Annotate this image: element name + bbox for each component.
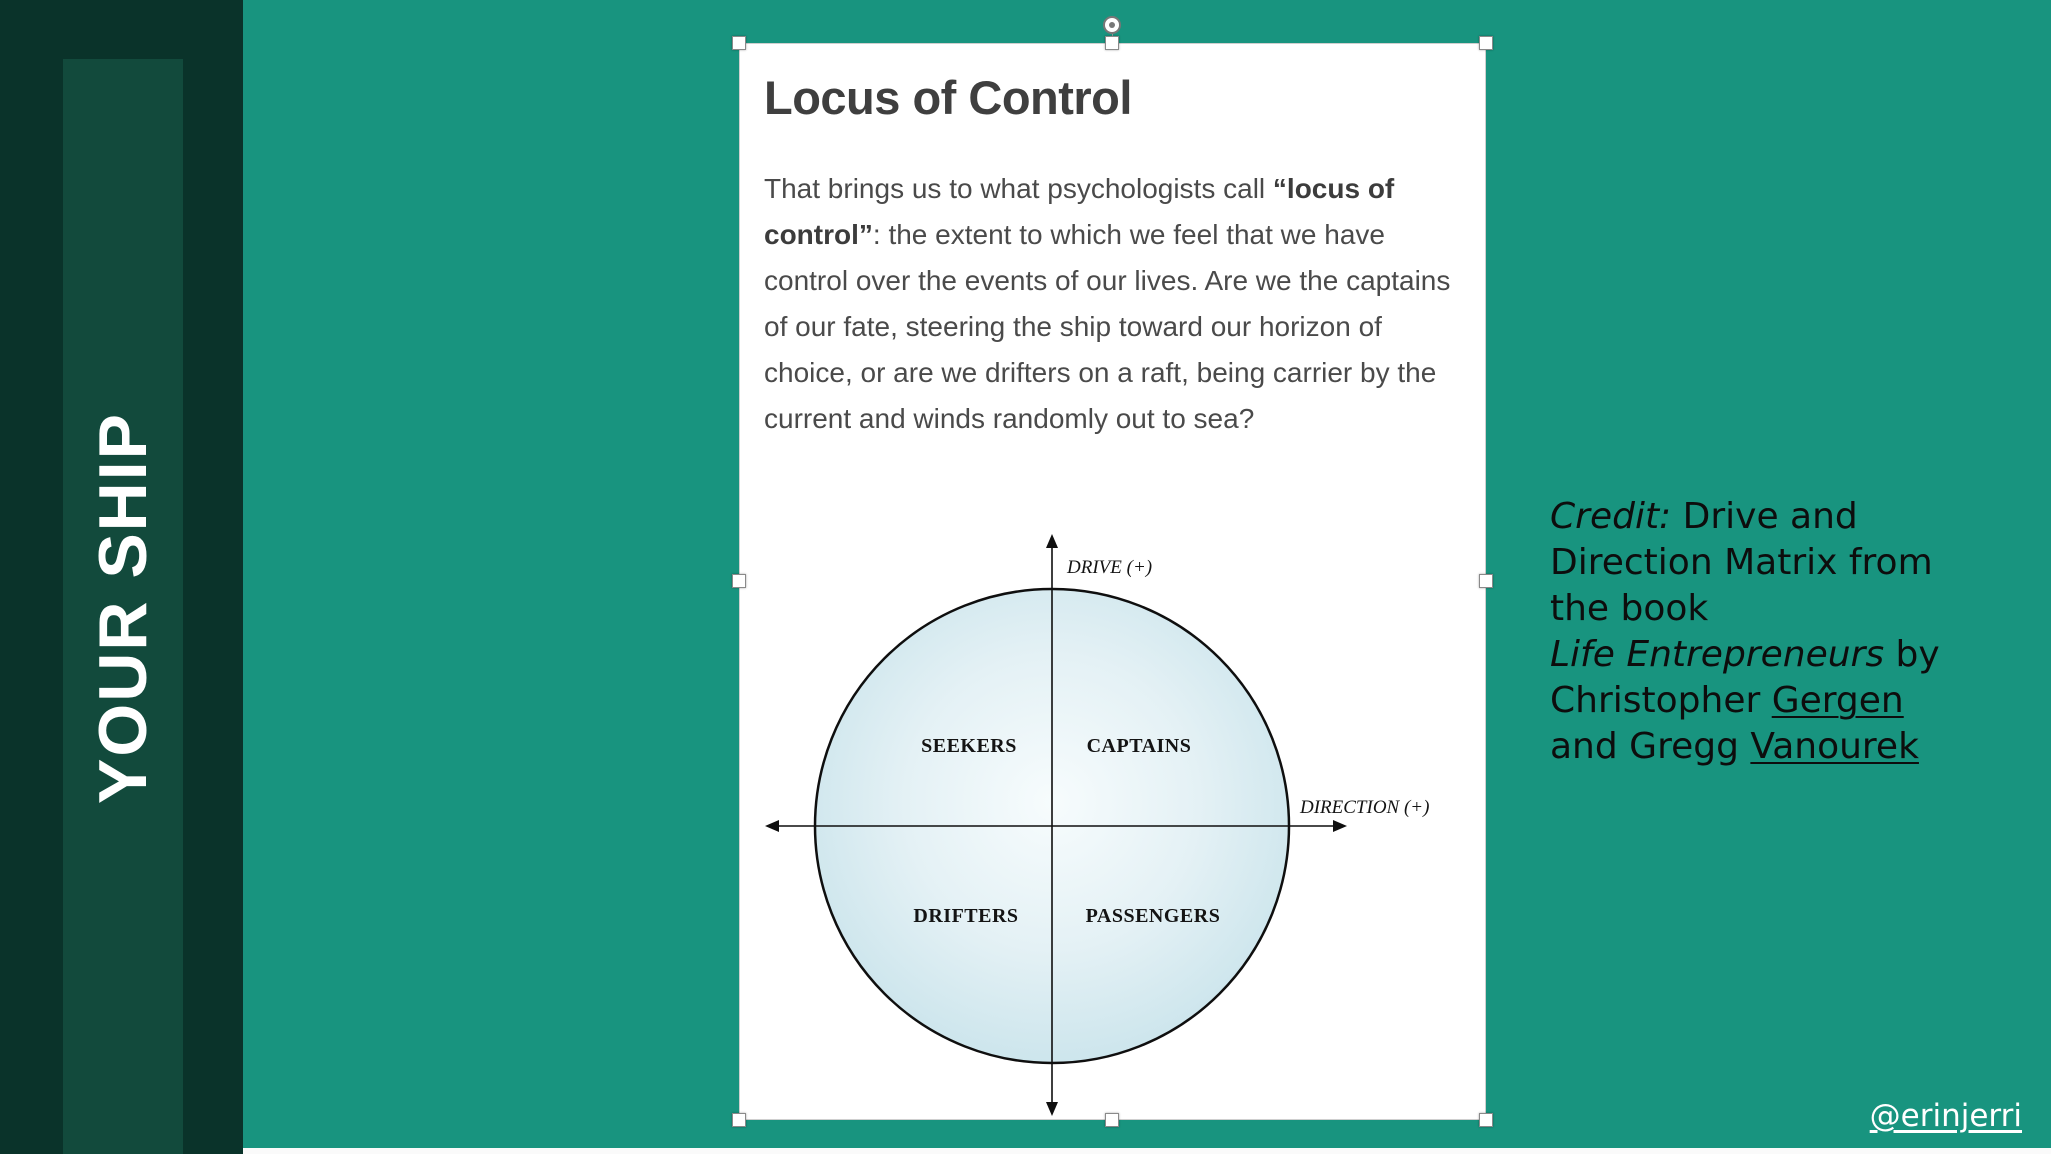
credit-text: by: [1884, 634, 1940, 675]
credit-label: Credit:: [1550, 496, 1672, 537]
arrow-up-icon: [1046, 534, 1058, 548]
x-axis-label: DIRECTION (+): [1299, 797, 1429, 818]
selection-handle-top-middle[interactable]: [1105, 36, 1119, 50]
content-card[interactable]: Locus of Control That brings us to what …: [739, 43, 1486, 1120]
card-body: That brings us to what psychologists cal…: [764, 166, 1458, 442]
credit-text: and Gregg: [1550, 726, 1751, 767]
credit-line: the book: [1550, 588, 1709, 629]
slide-bottom-edge: [243, 1148, 2051, 1154]
credit-text-box[interactable]: Credit: Drive and Direction Matrix from …: [1550, 494, 1940, 770]
selection-handle-middle-left[interactable]: [732, 574, 746, 588]
selection-handle-top-left[interactable]: [732, 36, 746, 50]
quadrant-label-drifters: DRIFTERS: [913, 905, 1018, 927]
selection-handle-bottom-middle[interactable]: [1105, 1113, 1119, 1127]
sidebar-panel: YOUR SHIP: [63, 59, 183, 1154]
arrow-down-icon: [1046, 1102, 1058, 1116]
sidebar-accent-bar: YOUR SHIP: [0, 0, 243, 1154]
drive-direction-matrix: DRIVE (+) DIRECTION (+) SEEKERS CAPTAINS…: [765, 534, 1429, 1116]
credit-text: Drive and: [1671, 496, 1858, 537]
rotate-handle[interactable]: [1103, 16, 1121, 34]
credit-line: Credit: Drive and: [1550, 494, 1940, 540]
slide-vertical-title[interactable]: YOUR SHIP: [85, 411, 161, 805]
arrow-right-icon: [1333, 820, 1347, 832]
card-title: Locus of Control: [764, 71, 1132, 124]
credit-link-gergen[interactable]: Gergen: [1771, 680, 1904, 721]
y-axis-label: DRIVE (+): [1066, 557, 1152, 578]
credit-line: Direction Matrix from: [1550, 542, 1933, 583]
credit-line: Life Entrepreneurs by: [1550, 632, 1940, 678]
quadrant-label-captains: CAPTAINS: [1087, 735, 1192, 757]
body-text: : the extent to which we feel that we ha…: [764, 219, 1451, 434]
author-handle[interactable]: @erinjerri: [1869, 1098, 2022, 1134]
credit-line: and Gregg Vanourek: [1550, 724, 1940, 770]
selection-handle-top-right[interactable]: [1479, 36, 1493, 50]
credit-link-vanourek[interactable]: Vanourek: [1750, 726, 1919, 767]
credit-line: Christopher Gergen: [1550, 678, 1940, 724]
quadrant-label-passengers: PASSENGERS: [1086, 905, 1221, 927]
selection-handle-bottom-right[interactable]: [1479, 1113, 1493, 1127]
arrow-left-icon: [765, 820, 779, 832]
selection-handle-middle-right[interactable]: [1479, 574, 1493, 588]
credit-text: Christopher: [1550, 680, 1772, 721]
body-text-bold: “locus of control”: [764, 173, 1395, 250]
selection-handle-bottom-left[interactable]: [732, 1113, 746, 1127]
quadrant-label-seekers: SEEKERS: [921, 735, 1017, 757]
body-text: That brings us to what psychologists cal…: [764, 173, 1273, 204]
credit-book-title: Life Entrepreneurs: [1550, 634, 1885, 675]
